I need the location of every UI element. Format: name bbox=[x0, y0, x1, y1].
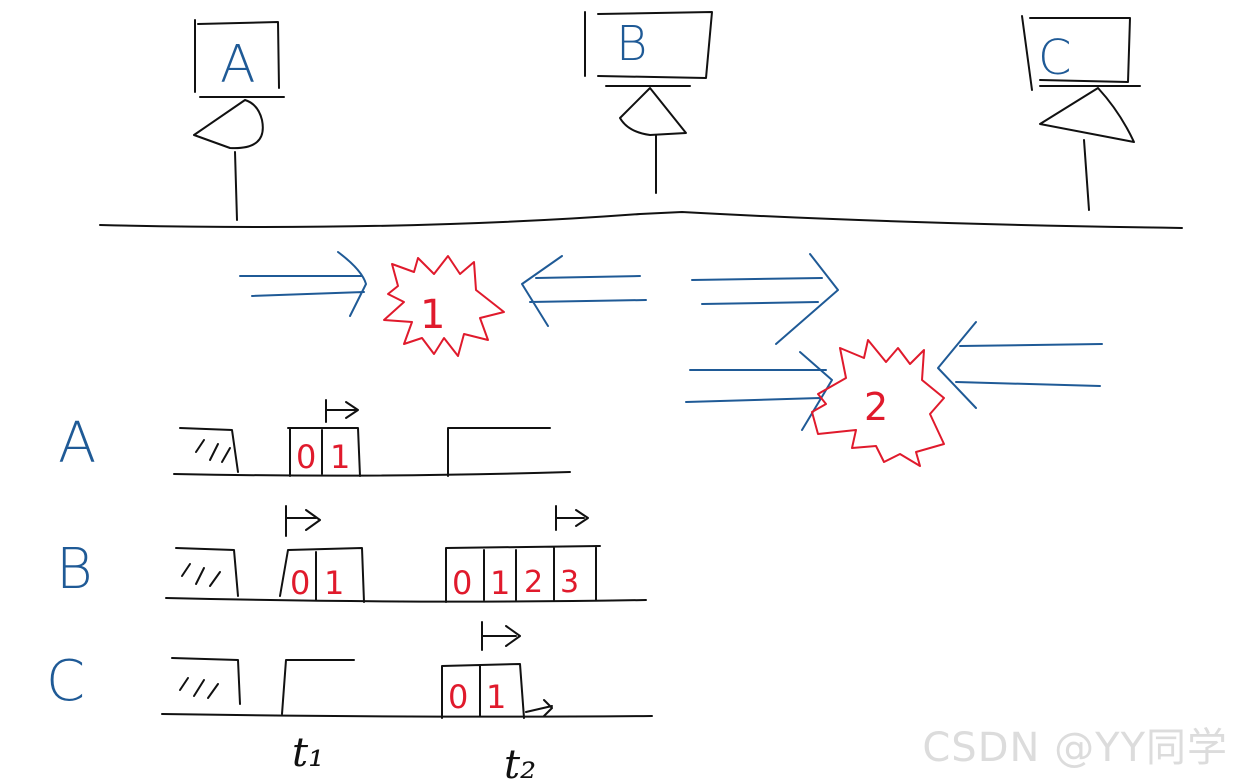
row-b-t1-slot-0: 0 bbox=[290, 564, 310, 602]
collision-2-label: 2 bbox=[864, 385, 888, 429]
row-c-busy-block bbox=[171, 657, 241, 705]
collision-burst-1: 1 bbox=[383, 255, 505, 357]
station-c-drop-line bbox=[1083, 139, 1090, 211]
row-c-baseline bbox=[161, 713, 653, 718]
row-a-frame-t2 bbox=[447, 427, 551, 477]
arrow-a-right bbox=[239, 251, 367, 317]
row-b-frame-t2 bbox=[445, 505, 601, 603]
time-label-t2: t₂ bbox=[504, 742, 536, 781]
row-c-frame-t2 bbox=[441, 621, 553, 719]
collision-burst-2: 2 bbox=[811, 339, 945, 467]
station-b-base bbox=[619, 87, 687, 136]
station-a-drop-line bbox=[234, 151, 238, 221]
row-b-busy-block bbox=[175, 547, 239, 597]
station-c: C bbox=[1021, 15, 1141, 211]
station-b: B bbox=[584, 11, 713, 194]
watermark-text: CSDN @YY同学 bbox=[922, 725, 1228, 771]
station-a-label: A bbox=[220, 35, 256, 95]
row-a-busy-block bbox=[179, 427, 239, 473]
row-a-frame-t1 bbox=[287, 399, 361, 477]
row-c-slot-1: 1 bbox=[486, 678, 506, 716]
station-c-monitor bbox=[1021, 15, 1141, 91]
timeline-row-c: C 0 1 bbox=[46, 621, 653, 719]
timeline-row-a: A 0 1 bbox=[58, 399, 571, 477]
arrow-b-left bbox=[521, 255, 647, 327]
arrow-b-right-second bbox=[685, 351, 833, 431]
row-a-label: A bbox=[58, 411, 96, 476]
station-c-base bbox=[1039, 87, 1135, 143]
row-a-baseline bbox=[173, 471, 571, 477]
row-b-baseline bbox=[165, 597, 647, 603]
row-c-slot-0: 0 bbox=[448, 678, 468, 716]
station-a-monitor bbox=[194, 19, 285, 98]
station-b-label: B bbox=[616, 16, 647, 72]
row-b-t1-slot-1: 1 bbox=[324, 564, 344, 602]
row-b-t2-slot-0: 0 bbox=[452, 564, 472, 602]
station-a: A bbox=[193, 19, 285, 221]
row-a-slot-1: 1 bbox=[330, 438, 350, 476]
row-b-frame-t1 bbox=[279, 505, 365, 603]
row-c-frame-t1 bbox=[281, 659, 355, 715]
collision-1-label: 1 bbox=[420, 292, 445, 338]
arrow-b-right bbox=[691, 253, 839, 345]
row-b-t2-slot-3: 3 bbox=[560, 565, 579, 600]
row-a-slot-0: 0 bbox=[296, 438, 316, 476]
station-a-base bbox=[193, 99, 264, 150]
shared-bus-line bbox=[99, 211, 1183, 229]
station-c-label: C bbox=[1038, 30, 1072, 86]
station-b-monitor bbox=[584, 11, 713, 87]
row-b-t2-slot-1: 1 bbox=[490, 564, 510, 602]
arrow-c-left bbox=[937, 321, 1103, 409]
timeline-row-b: B 0 1 0 1 2 3 bbox=[56, 505, 647, 603]
time-label-t1: t₁ bbox=[292, 730, 324, 776]
row-b-t2-slot-2: 2 bbox=[524, 565, 543, 600]
row-b-label: B bbox=[56, 537, 93, 602]
row-c-label: C bbox=[46, 649, 85, 714]
